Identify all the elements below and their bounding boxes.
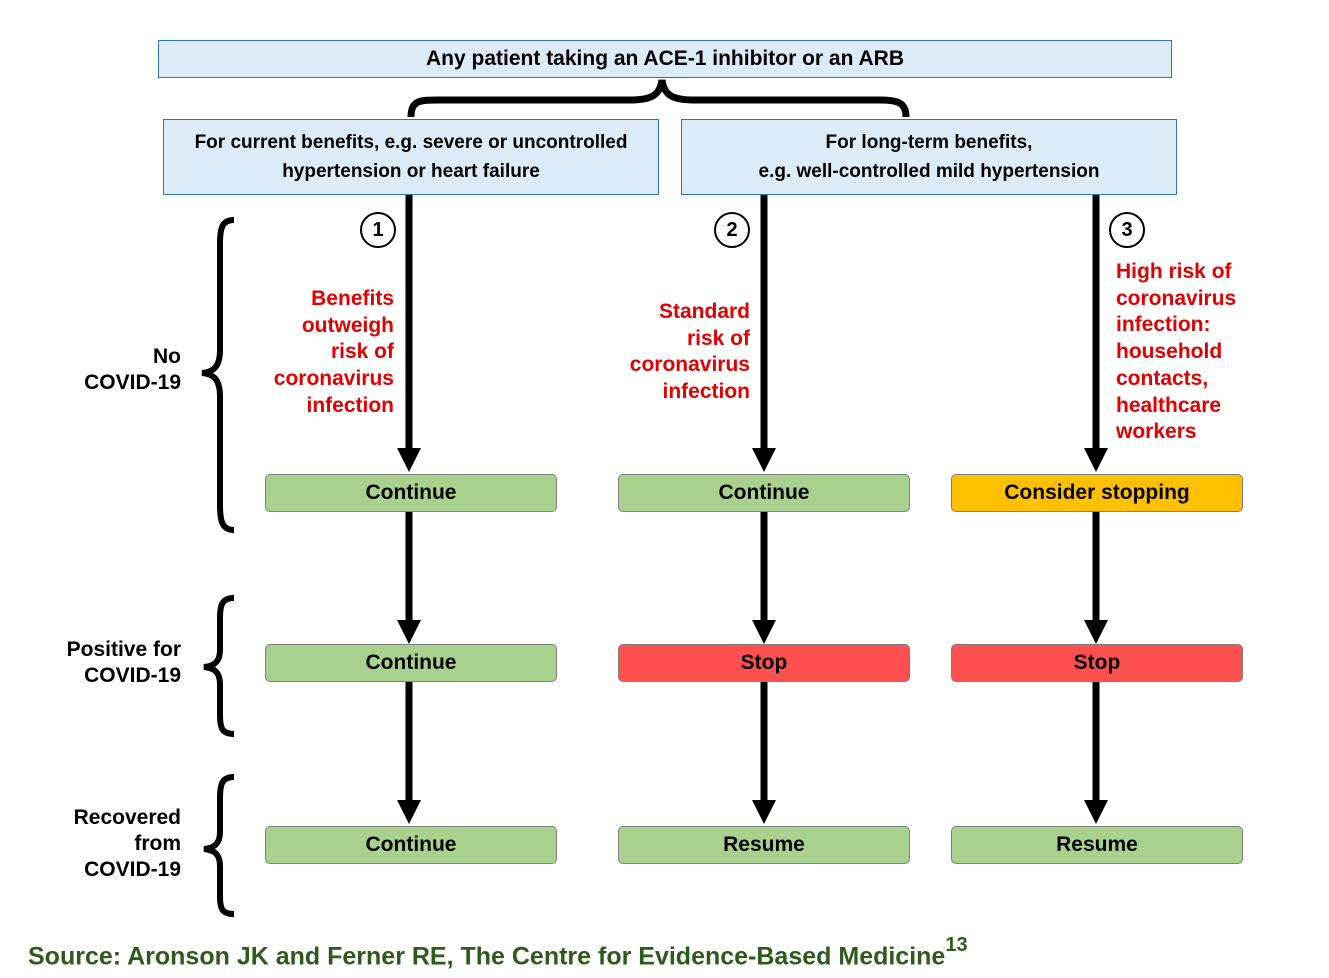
reason-line: workers	[1116, 420, 1197, 444]
category-long-term-benefits: For long-term benefits, e.g. well-contro…	[681, 119, 1177, 195]
action-continue-1-1: Continue	[265, 474, 557, 512]
action-stop-2-3: Stop	[951, 644, 1243, 682]
action-continue-2-1: Continue	[265, 644, 557, 682]
stage-line: COVID-19	[84, 858, 181, 881]
category-2-line1: For long-term benefits,	[825, 132, 1033, 153]
reason-line: household	[1116, 340, 1223, 364]
category-brace	[407, 79, 910, 118]
stage-line: from	[134, 832, 181, 855]
category-1-line1: For current benefits, e.g. severe or unc…	[194, 132, 628, 153]
reason-line: infection:	[1116, 313, 1211, 337]
action-continue-3-1: Continue	[265, 826, 557, 864]
reason-line: Benefits	[311, 287, 394, 310]
source-text: Source: Aronson JK and Ferner RE, The Ce…	[28, 942, 946, 971]
top-patient-box: Any patient taking an ACE-1 inhibitor or…	[158, 40, 1172, 78]
category-current-benefits: For current benefits, e.g. severe or unc…	[163, 119, 659, 195]
path-number-1: 1	[360, 212, 396, 248]
action-stop-2-2: Stop	[618, 644, 910, 682]
source-ref: 13	[945, 934, 968, 956]
action-resume-3-2: Resume	[618, 826, 910, 864]
stage-brace-no-covid	[201, 217, 235, 533]
stage-brace-recovered	[203, 774, 235, 917]
stage-brace-positive	[203, 595, 235, 737]
action-resume-3-3: Resume	[951, 826, 1243, 864]
stage-line: COVID-19	[84, 371, 181, 394]
path-3-reason: High risk of coronavirus infection: hous…	[1116, 259, 1236, 446]
reason-line: outweigh	[301, 313, 394, 337]
path-1-reason: Benefits outweigh risk of coronavirus in…	[274, 286, 394, 420]
stage-line: COVID-19	[84, 664, 181, 687]
reason-line: Standard	[658, 300, 750, 323]
stage-line: Positive for	[66, 638, 181, 661]
reason-line: risk of	[686, 326, 750, 350]
stage-recovered: Recovered from COVID-19	[74, 805, 181, 883]
reason-line: risk of	[330, 340, 394, 364]
reason-line: healthcare	[1116, 393, 1222, 417]
path-number-3: 3	[1109, 212, 1145, 248]
reason-line: High risk of	[1116, 260, 1232, 283]
category-2-line2: e.g. well-controlled mild hypertension	[758, 161, 1100, 182]
source-citation: Source: Aronson JK and Ferner RE, The Ce…	[28, 934, 968, 971]
action-consider-stopping: Consider stopping	[951, 474, 1243, 512]
reason-line: infection	[306, 393, 395, 417]
reason-line: coronavirus	[629, 353, 750, 377]
stage-line: No	[153, 345, 181, 368]
category-1-line2: hypertension or heart failure	[282, 161, 540, 182]
top-label: Any patient taking an ACE-1 inhibitor or…	[426, 47, 904, 70]
path-2-reason: Standard risk of coronavirus infection	[630, 299, 750, 406]
action-continue-1-2: Continue	[618, 474, 910, 512]
stage-positive: Positive for COVID-19	[67, 637, 181, 689]
stage-line: Recovered	[73, 806, 181, 829]
path-number-2: 2	[714, 212, 750, 248]
reason-line: coronavirus	[1116, 286, 1237, 310]
stage-no-covid: No COVID-19	[84, 344, 181, 396]
reason-line: contacts,	[1116, 366, 1209, 390]
reason-line: coronavirus	[273, 367, 394, 391]
reason-line: infection	[662, 380, 751, 404]
